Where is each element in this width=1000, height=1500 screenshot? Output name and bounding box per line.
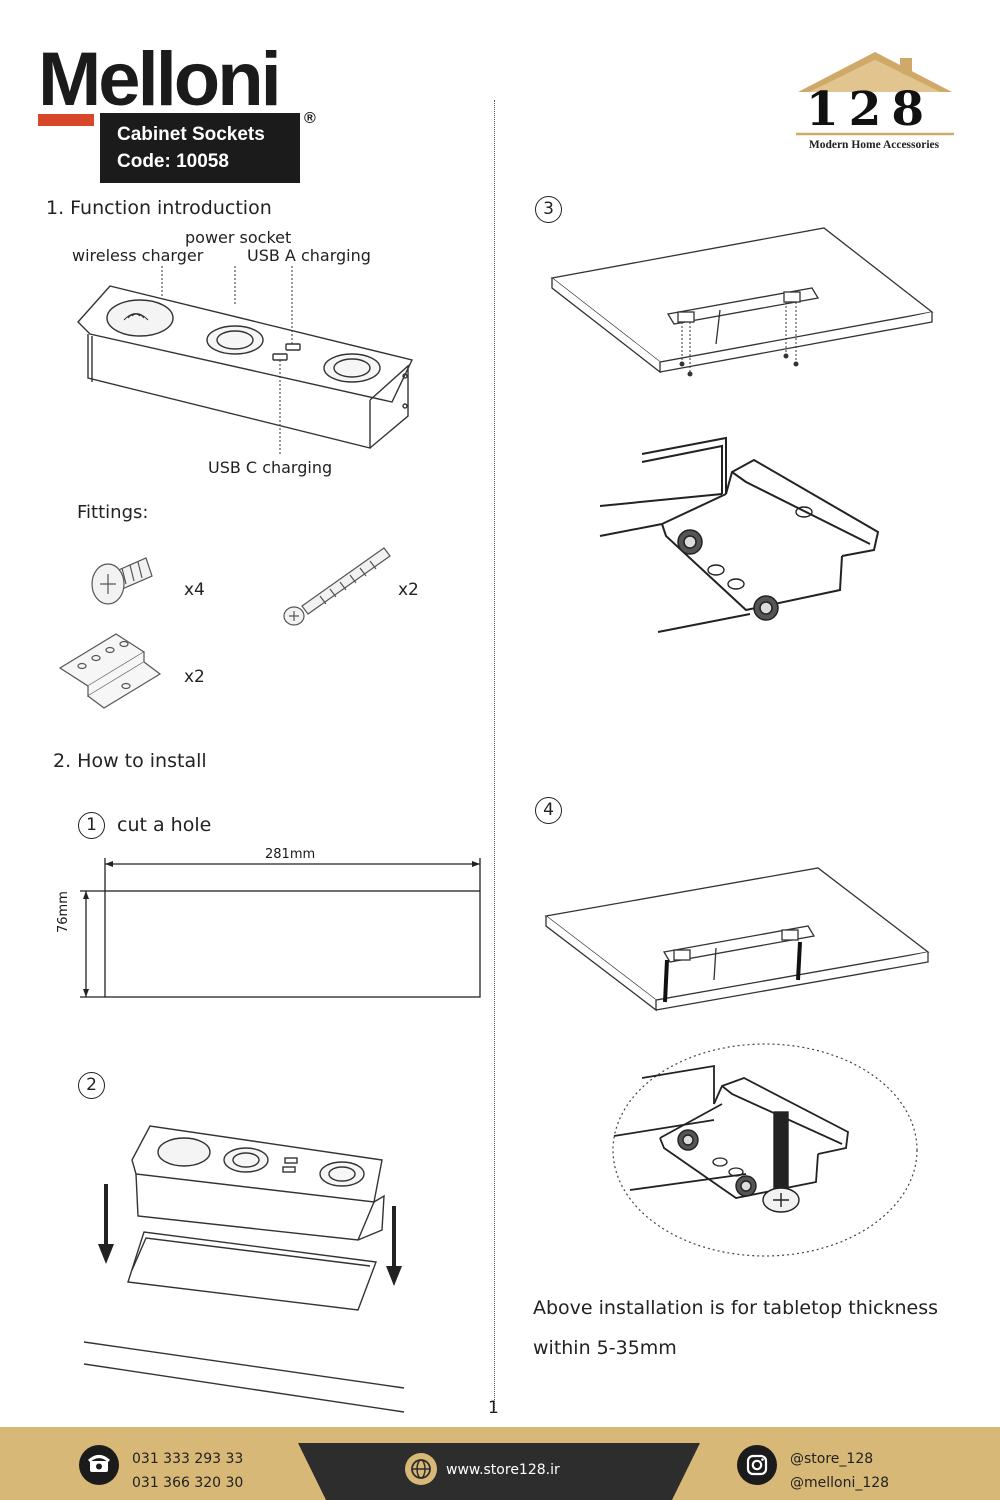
instagram-icon <box>737 1445 777 1485</box>
step-1-number: 1 <box>78 812 105 839</box>
step-3-number: 3 <box>535 196 562 223</box>
power-socket-label: power socket <box>185 228 292 247</box>
globe-icon <box>405 1453 437 1485</box>
hole-height-label: 76mm <box>56 891 71 933</box>
installation-note: Above installation is for tabletop thick… <box>533 1297 939 1359</box>
product-name: Cabinet Sockets <box>117 124 265 145</box>
brand-logo: Melloni <box>38 37 282 122</box>
wireless-charger-label: wireless charger <box>72 246 204 265</box>
step-4-number: 4 <box>535 797 562 824</box>
step-2-number: 2 <box>78 1072 105 1099</box>
bolt-detail-drawing <box>612 1043 918 1257</box>
hole-width-label: 281mm <box>265 847 316 862</box>
store-number: 128 <box>805 82 935 137</box>
brand-accent-bar <box>38 114 94 126</box>
store-tagline: Modern Home Accessories <box>808 139 940 151</box>
bolt-qty: x2 <box>398 580 419 600</box>
function-intro-heading: 1. Function introduction <box>46 197 272 219</box>
column-divider <box>494 100 495 1410</box>
website-link[interactable]: www.store128.ir <box>446 1462 560 1478</box>
tabletop-bracket-drawing <box>550 227 934 377</box>
store-roof-icon <box>796 52 954 136</box>
bracket-detail-drawing <box>599 436 880 633</box>
usb-a-label: USB A charging <box>247 246 371 265</box>
screw-icon <box>91 557 153 605</box>
install-heading: 2. How to install <box>53 750 207 772</box>
product-label-box: Cabinet Sockets Code: 10058 <box>100 113 300 183</box>
registered-mark: ® <box>304 110 316 127</box>
social-handle-melloni[interactable]: @melloni_128 <box>790 1475 890 1491</box>
fittings-heading: Fittings: <box>77 502 149 523</box>
step-1-label: cut a hole <box>117 814 212 836</box>
product-code: Code: 10058 <box>117 151 229 172</box>
hole-dimension-drawing <box>80 858 481 998</box>
usb-c-label: USB C charging <box>208 458 333 477</box>
social-handle-store[interactable]: @store_128 <box>790 1451 874 1467</box>
footer-band <box>0 1427 1000 1500</box>
bracket-icon <box>58 633 162 709</box>
phone-number-1[interactable]: 031 333 293 33 <box>132 1451 244 1467</box>
socket-unit-drawing <box>77 266 414 456</box>
bracket-qty: x2 <box>184 667 205 687</box>
phone-icon <box>79 1445 119 1485</box>
bolt-icon <box>283 547 391 626</box>
screw-qty: x4 <box>184 580 205 600</box>
tabletop-fastened-drawing <box>544 867 930 1012</box>
page-number: 1 <box>488 1398 499 1418</box>
insert-unit-drawing <box>83 1125 405 1413</box>
phone-number-2[interactable]: 031 366 320 30 <box>132 1475 244 1491</box>
